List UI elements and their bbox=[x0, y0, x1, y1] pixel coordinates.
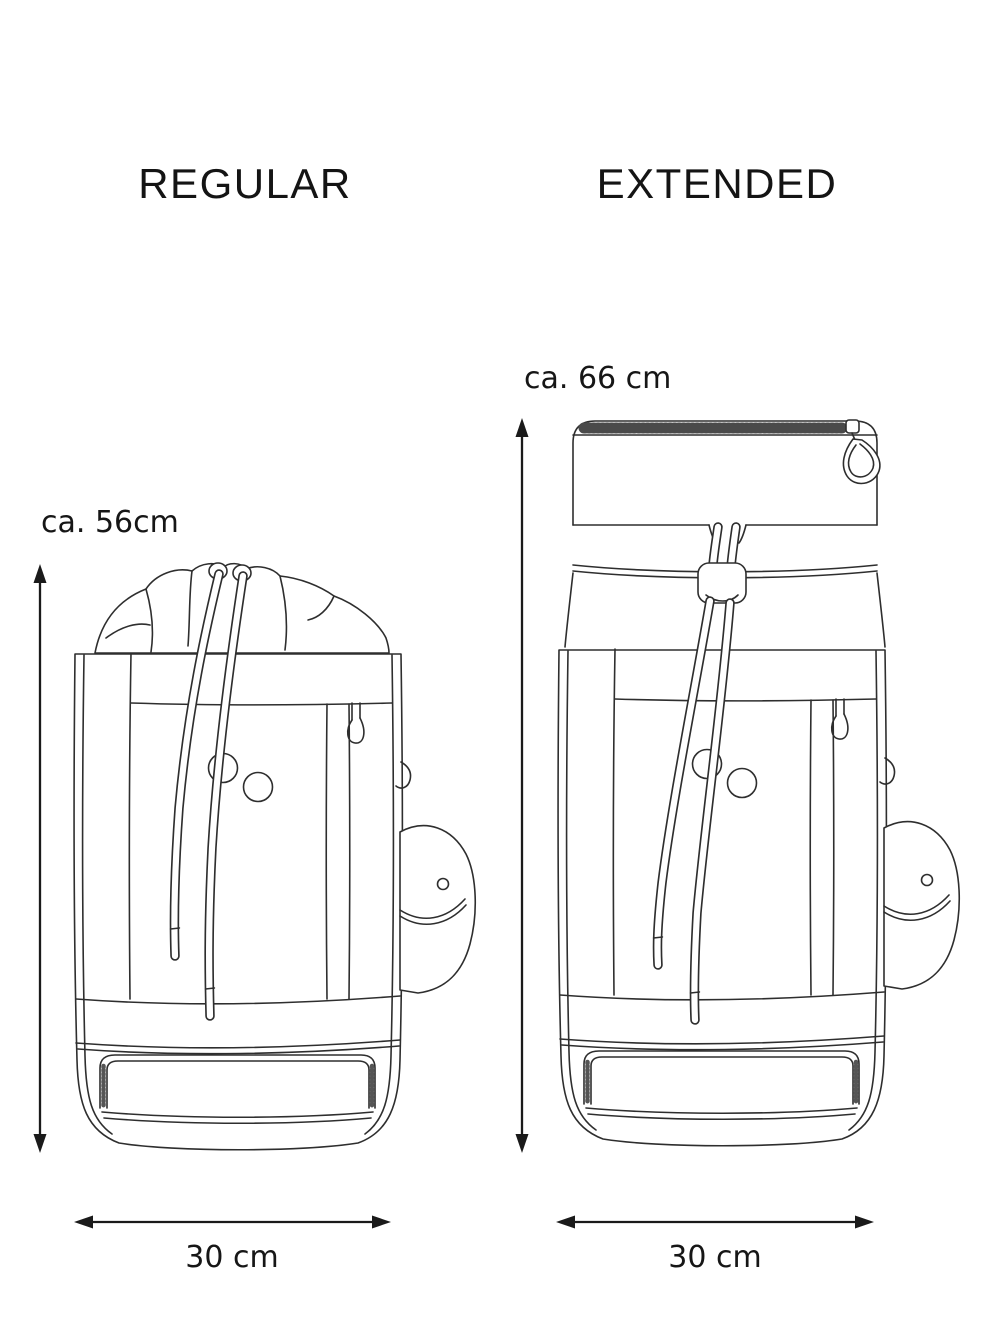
drawstring-cords bbox=[169, 569, 248, 1021]
extended-width-label: 30 cm bbox=[668, 1240, 762, 1275]
regular-width-label: 30 cm bbox=[185, 1240, 279, 1275]
regular-backpack-drawing bbox=[74, 562, 475, 1150]
drawstring-cords bbox=[652, 596, 735, 1025]
extended-backpack-drawing bbox=[558, 419, 959, 1146]
extended-height-arrow bbox=[515, 418, 529, 1153]
extended-width-arrow bbox=[556, 1215, 874, 1229]
cord-lock bbox=[697, 562, 747, 604]
regular-height-arrow bbox=[33, 564, 47, 1153]
regular-variant-title: REGULAR bbox=[138, 160, 352, 207]
regular-height-label: ca. 56cm bbox=[41, 505, 179, 540]
regular-width-arrow bbox=[74, 1215, 391, 1229]
extended-height-label: ca. 66 cm bbox=[524, 361, 672, 396]
extended-variant-title: EXTENDED bbox=[596, 160, 838, 207]
